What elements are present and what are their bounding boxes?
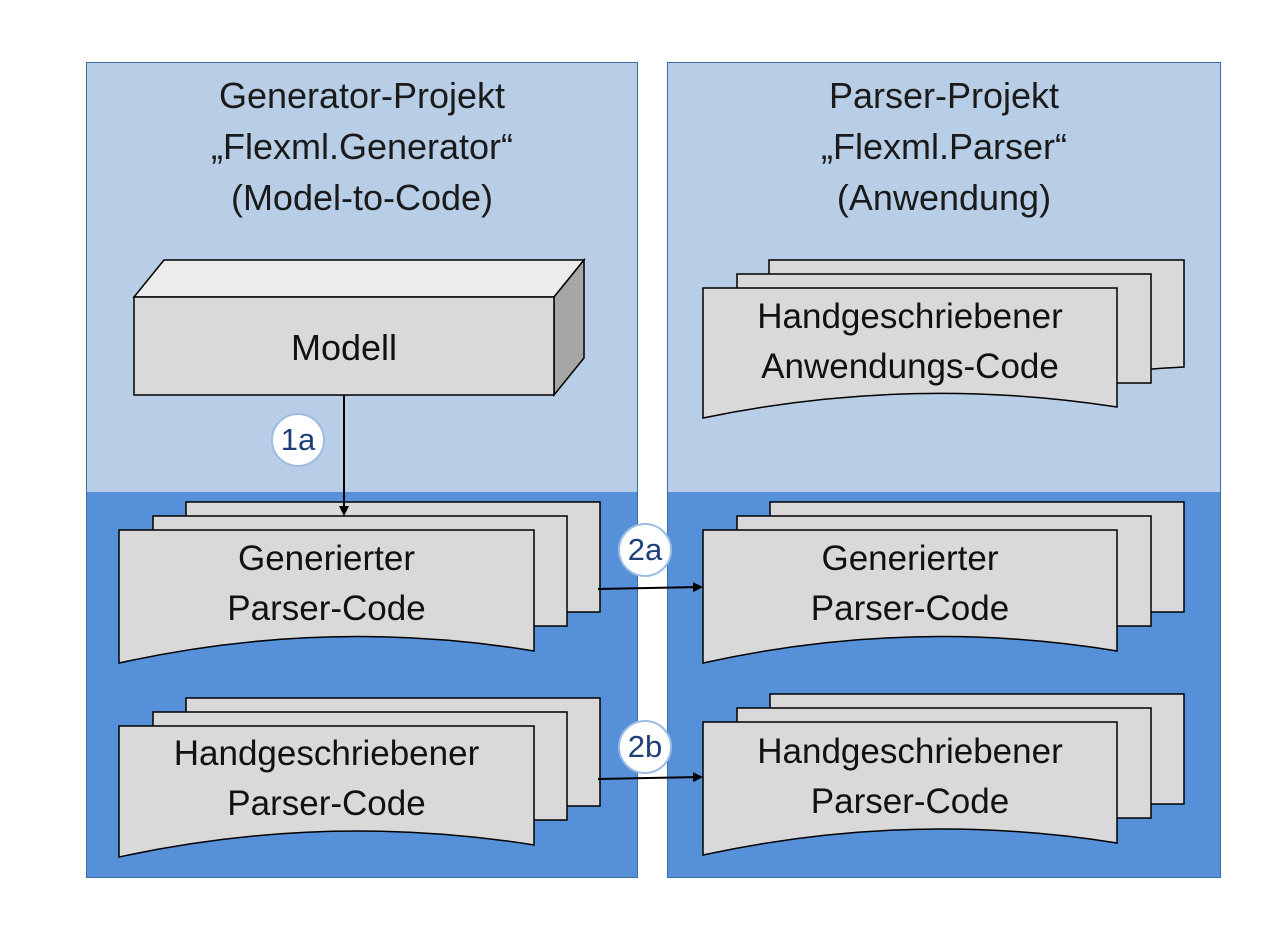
arrow-2b [597,772,703,783]
step-badge-1a: 1a [271,413,325,467]
left-generated-document-label: Generierter Parser-Code [119,534,534,634]
step-badge-2a: 2a [618,523,672,577]
right-handwritten-document-label-line-1: Handgeschriebener [757,732,1063,771]
generator-project-panel [86,62,638,878]
app-code-document-label-line-1: Handgeschriebener [757,297,1063,336]
app-code-document-stack [702,259,1185,419]
app-code-document-label: Handgeschriebener Anwendungs-Code [703,292,1117,392]
arrow-2a [597,582,703,593]
right-generated-document-label-line-2: Parser-Code [810,589,1010,628]
left-generated-document-label-line-1: Generierter [237,539,416,578]
parser-project-title-line-2: „Flexml.Parser“ [820,126,1067,167]
left-handwritten-document-stack [118,697,601,858]
parser-project-title-line-3: (Anwendung) [836,177,1052,218]
generator-project-title-line-3: (Model-to-Code) [230,177,494,218]
parser-project-title-line-1: Parser-Projekt [828,75,1060,116]
left-handwritten-document-label: Handgeschriebener Parser-Code [119,729,534,829]
model-box [132,257,586,398]
model-box-label: Modell [290,327,398,368]
generator-project-title: Generator-Projekt „Flexml.Generator“ (Mo… [86,70,638,223]
parser-project-title: Parser-Projekt „Flexml.Parser“ (Anwendun… [667,70,1221,223]
right-generated-document-stack [702,501,1185,664]
right-generated-document-label: Generierter Parser-Code [703,534,1117,634]
left-handwritten-document-label-line-2: Parser-Code [227,784,426,823]
app-code-document-label-line-2: Anwendungs-Code [761,347,1059,386]
right-handwritten-document-stack [702,693,1185,856]
left-generated-document-stack [118,501,601,664]
right-handwritten-document-label-line-2: Parser-Code [810,782,1010,821]
generator-project-title-line-1: Generator-Projekt [218,75,506,116]
left-handwritten-document-label-line-1: Handgeschriebener [173,734,480,773]
right-generated-document-label-line-1: Generierter [821,539,999,578]
left-generated-document-label-line-2: Parser-Code [227,589,426,628]
parser-project-panel [667,62,1221,878]
right-handwritten-document-label: Handgeschriebener Parser-Code [703,727,1117,827]
generator-project-title-line-2: „Flexml.Generator“ [210,126,514,167]
step-badge-2b: 2b [618,720,672,774]
